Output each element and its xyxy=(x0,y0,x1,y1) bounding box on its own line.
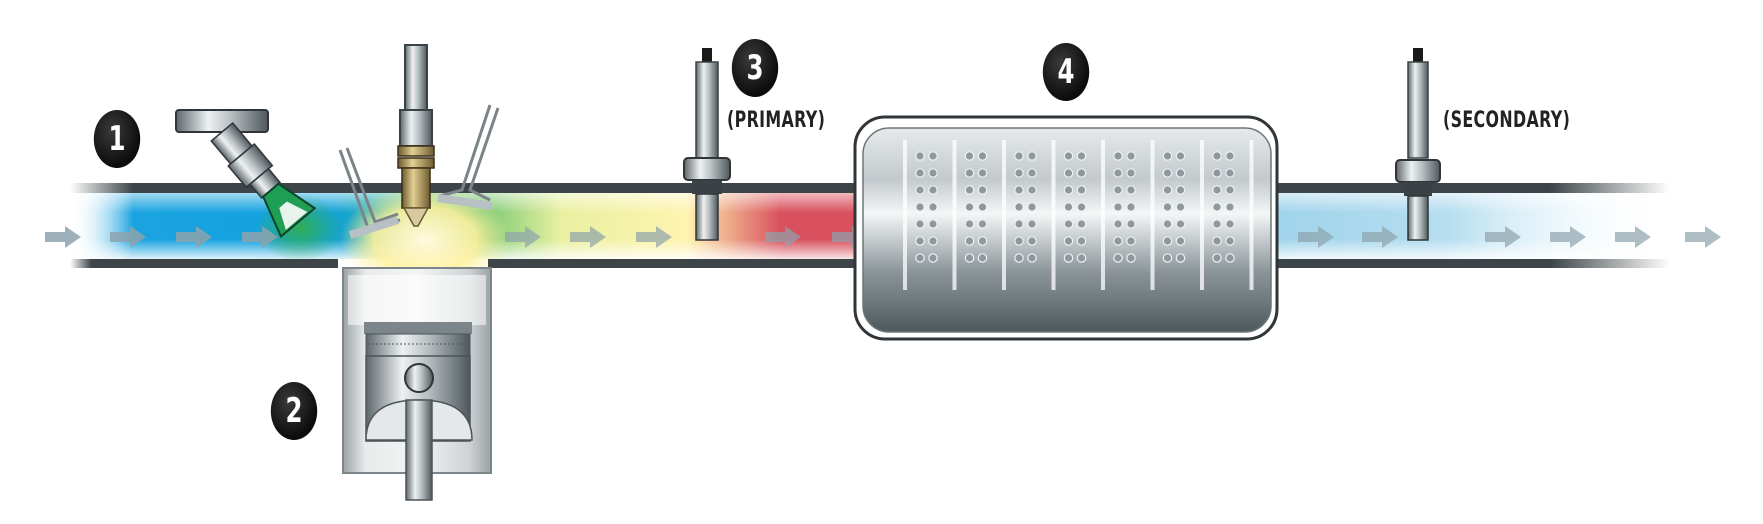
callout-number: 1 xyxy=(108,119,126,159)
secondary-sensor-label: (SECONDARY) xyxy=(1443,108,1571,133)
callout-number: 3 xyxy=(746,48,764,88)
converter-rib xyxy=(1101,140,1105,290)
converter-rib xyxy=(1150,140,1155,290)
primary-oxygen-sensor xyxy=(683,48,731,241)
callout-badge-1: 1 xyxy=(93,110,141,168)
cylinder xyxy=(342,267,492,501)
callout-number: 2 xyxy=(285,391,303,431)
intake-valve xyxy=(338,147,401,239)
converter-rib xyxy=(952,140,957,290)
converter-rib xyxy=(1051,140,1056,290)
spark-plug xyxy=(397,44,435,227)
callout-badge-4: 4 xyxy=(1042,43,1090,101)
converter-rib xyxy=(1200,140,1204,290)
converter-rib xyxy=(1002,140,1006,290)
catalytic-converter xyxy=(853,115,1279,341)
fuel-injector xyxy=(175,109,317,239)
exhaust-valve xyxy=(437,104,500,210)
piston xyxy=(364,322,473,501)
callout-badge-2: 2 xyxy=(270,382,318,440)
primary-sensor-label: (PRIMARY) xyxy=(727,108,826,133)
callout-number: 4 xyxy=(1057,52,1075,92)
flow-arrow xyxy=(1685,226,1721,248)
converter-rib xyxy=(1249,140,1254,290)
callout-badge-3: 3 xyxy=(731,39,779,97)
converter-rib xyxy=(903,140,907,290)
tailpipe xyxy=(1270,183,1670,268)
secondary-oxygen-sensor xyxy=(1395,48,1441,241)
